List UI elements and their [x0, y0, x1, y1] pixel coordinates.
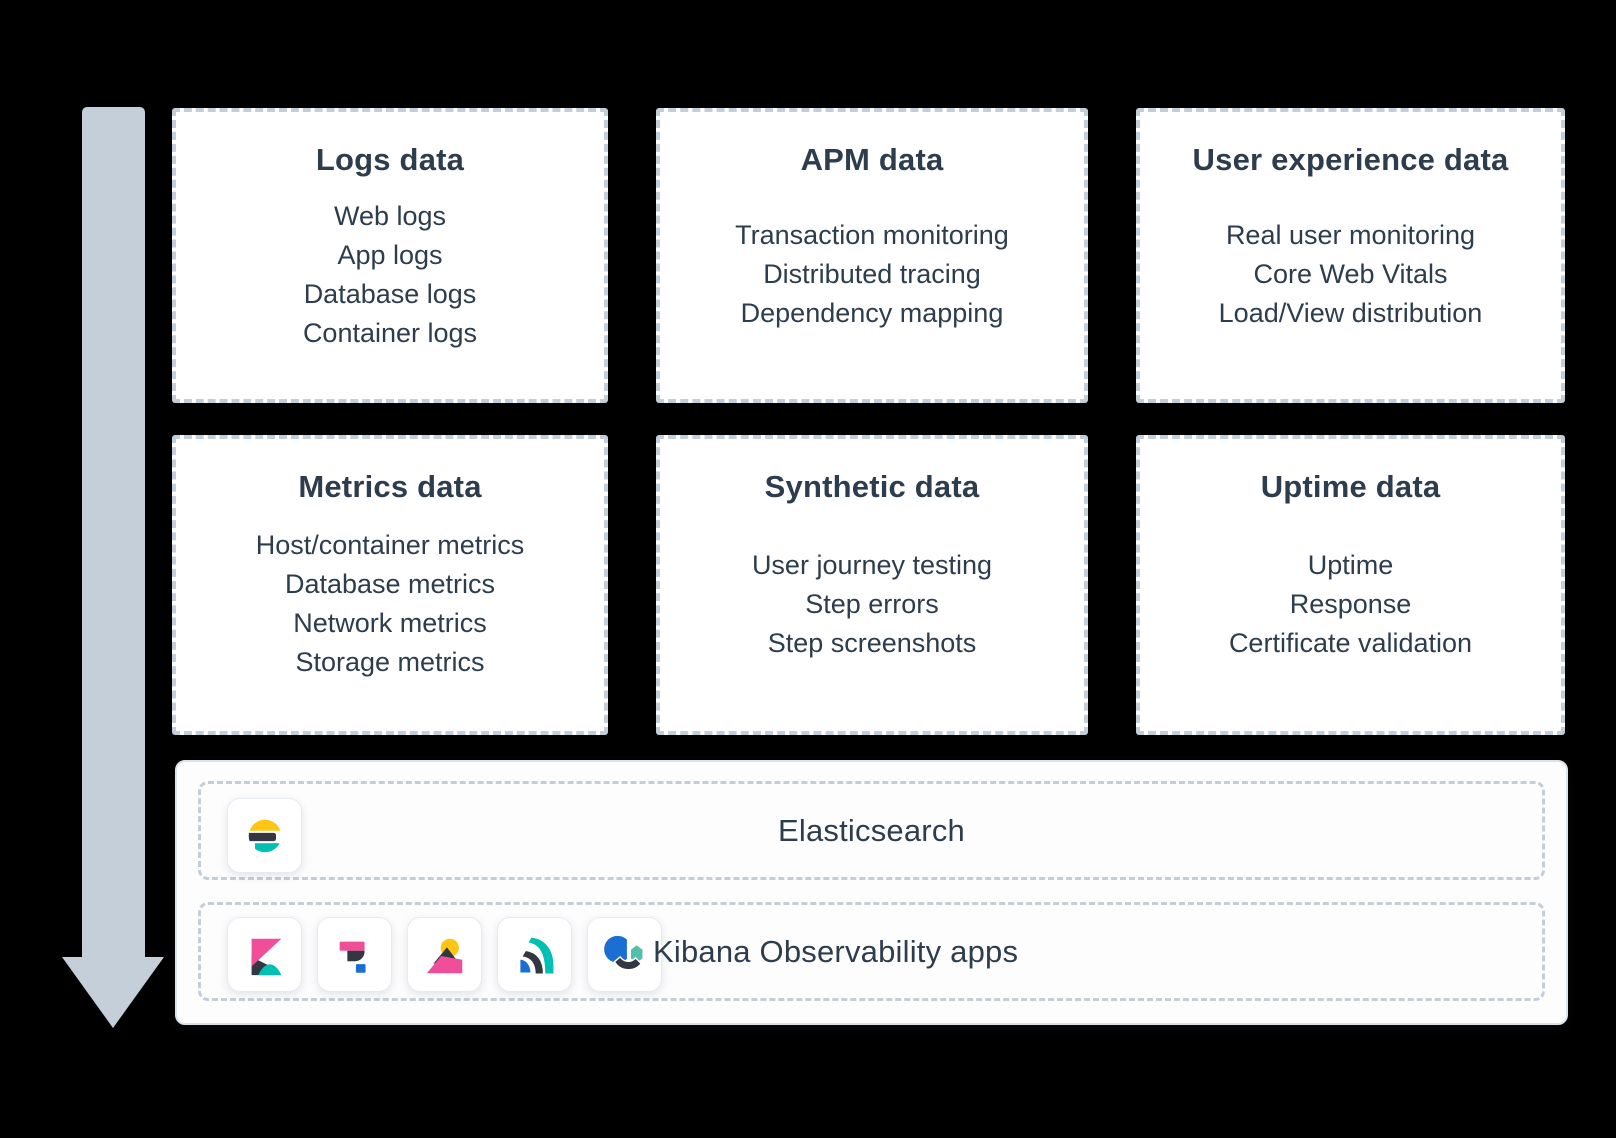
- elasticsearch-label: Elasticsearch: [778, 812, 965, 848]
- list-item: Core Web Vitals: [1253, 259, 1448, 289]
- list-item: Web logs: [333, 200, 447, 231]
- box-items: User journey testing Step errors Step sc…: [660, 507, 1084, 731]
- box-title: Synthetic data: [764, 469, 980, 504]
- kibana-apps-row: Kibana Observability apps: [198, 902, 1545, 1001]
- box-logs-data: Logs data Web logs App logs Database log…: [172, 108, 608, 403]
- box-user-experience-data: User experience data Real user monitorin…: [1136, 108, 1565, 403]
- box-title: Uptime data: [1260, 469, 1441, 504]
- elasticsearch-row: Elasticsearch: [198, 781, 1545, 880]
- box-synthetic-data: Synthetic data User journey testing Step…: [656, 435, 1088, 735]
- list-item: Step errors: [805, 588, 939, 619]
- kibana-logo-card: [227, 917, 302, 992]
- box-title: Logs data: [315, 142, 465, 177]
- elasticsearch-logo-card: [227, 798, 302, 873]
- logs-app-icon: [339, 941, 366, 973]
- list-item: Dependency mapping: [740, 298, 1004, 328]
- box-title: User experience data: [1192, 142, 1509, 177]
- list-item: Load/View distribution: [1218, 298, 1483, 328]
- box-title: Metrics data: [298, 469, 482, 504]
- list-item: Response: [1289, 588, 1412, 619]
- list-item: Real user monitoring: [1225, 220, 1476, 250]
- box-uptime-data: Uptime data Uptime Response Certificate …: [1136, 435, 1565, 735]
- list-item: Host/container metrics: [255, 530, 525, 560]
- box-items: Uptime Response Certificate validation: [1140, 507, 1561, 731]
- box-items: Web logs App logs Database logs Containe…: [176, 180, 604, 399]
- box-title: APM data: [800, 142, 944, 177]
- elastic-stack-panel: Elasticsearch: [175, 760, 1568, 1025]
- list-item: Uptime: [1307, 549, 1394, 580]
- box-metrics-data: Metrics data Host/container metrics Data…: [172, 435, 608, 735]
- list-item: Transaction monitoring: [735, 220, 1009, 250]
- apm-app-icon: [426, 938, 462, 973]
- list-item: Certificate validation: [1228, 627, 1473, 658]
- observability-app-icon: [603, 935, 644, 970]
- list-item: Database metrics: [284, 569, 496, 599]
- box-items: Host/container metrics Database metrics …: [176, 507, 604, 731]
- list-item: Storage metrics: [295, 647, 485, 677]
- kibana-apps-label: Kibana Observability apps: [653, 933, 1019, 969]
- flow-arrow-down-head: [62, 957, 164, 1028]
- elasticsearch-icon: [248, 819, 281, 852]
- apm-app-card: [407, 917, 482, 992]
- box-items: Transaction monitoring Distributed traci…: [660, 180, 1084, 399]
- kibana-icon: [251, 938, 281, 975]
- list-item: App logs: [337, 239, 443, 270]
- list-item: Container logs: [302, 317, 478, 348]
- list-item: Database logs: [303, 278, 477, 309]
- uptime-app-icon: [518, 935, 555, 975]
- flow-arrow-bar: [82, 107, 145, 958]
- box-apm-data: APM data Transaction monitoring Distribu…: [656, 108, 1088, 403]
- box-items: Real user monitoring Core Web Vitals Loa…: [1140, 180, 1561, 399]
- observability-app-card: [587, 917, 662, 992]
- list-item: Step screenshots: [767, 627, 977, 658]
- uptime-app-card: [497, 917, 572, 992]
- list-item: Distributed tracing: [763, 259, 981, 289]
- list-item: User journey testing: [751, 549, 993, 580]
- list-item: Network metrics: [293, 608, 487, 638]
- logs-app-card: [317, 917, 392, 992]
